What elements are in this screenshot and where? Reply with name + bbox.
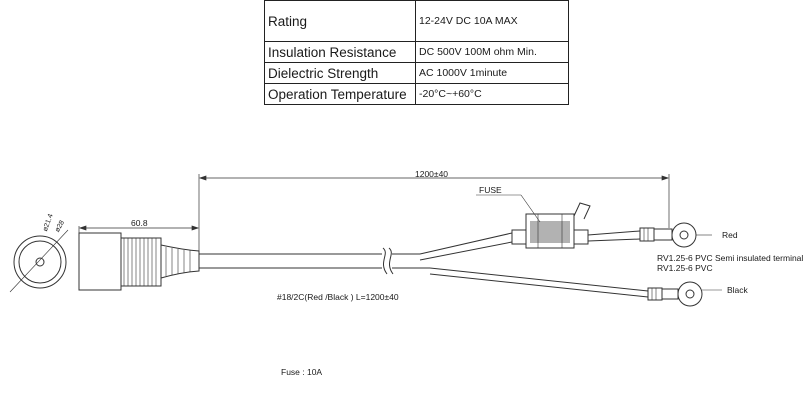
terminal-spec-line2: RV1.25-6 PVC — [657, 263, 713, 273]
spec-value: -20°C~+60°C — [415, 83, 569, 105]
spec-row: Dielectric Strength AC 1000V 1minute — [264, 62, 569, 84]
socket-end-view — [9, 229, 69, 293]
spec-table: Rating 12-24V DC 10A MAX Insulation Resi… — [264, 0, 569, 105]
spec-row: Rating 12-24V DC 10A MAX — [264, 0, 569, 42]
terminal-spec-line1: RV1.25-6 PVC Semi insulated terminal — [657, 253, 803, 263]
spec-param: Operation Temperature — [264, 83, 416, 105]
spec-value: 12-24V DC 10A MAX — [415, 0, 569, 42]
black-terminal — [647, 281, 722, 307]
spec-param: Dielectric Strength — [264, 62, 416, 84]
spec-param: Rating — [264, 0, 416, 42]
black-wire — [429, 267, 649, 298]
socket-dimension-label: 60.8 — [131, 218, 148, 228]
main-cable — [199, 247, 430, 275]
black-wire-label: Black — [727, 285, 748, 295]
length-dimension-label: 1200±40 — [415, 169, 449, 179]
red-terminal — [639, 222, 712, 248]
fuse-note: Fuse : 10A — [281, 367, 323, 377]
cable-spec: #18/2C(Red /Black ) L=1200±40 — [277, 292, 399, 302]
red-wire — [419, 230, 641, 261]
length-dimension — [198, 174, 670, 228]
socket-dimension — [78, 174, 200, 251]
fuse-holder — [476, 194, 591, 249]
spec-row: Operation Temperature -20°C~+60°C — [264, 83, 569, 105]
red-wire-label: Red — [722, 230, 738, 240]
socket-body — [78, 232, 200, 291]
fuse-label: FUSE — [479, 185, 502, 195]
